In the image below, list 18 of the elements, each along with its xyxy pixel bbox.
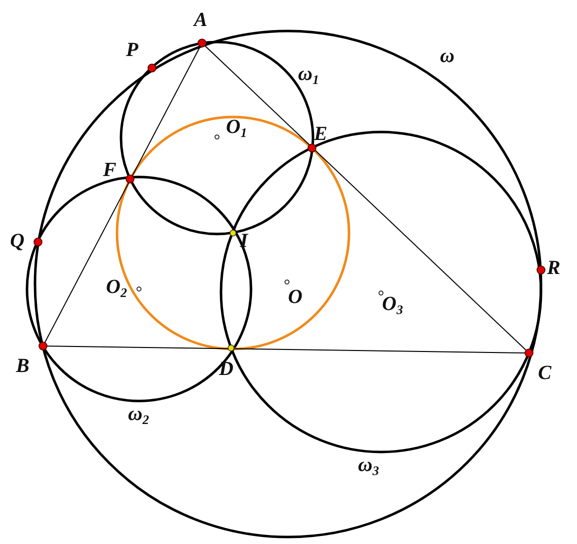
point-label: ω$_{3}$ <box>358 455 379 477</box>
point-label: O <box>288 287 302 307</box>
point-label: D <box>219 359 234 379</box>
point-label: ω$_{1}$ <box>298 64 319 86</box>
point-label: ω <box>440 46 454 66</box>
point-label: Q <box>10 231 24 251</box>
point-label: O$_{1}$ <box>226 117 247 139</box>
point-label: O$_{3}$ <box>382 294 403 316</box>
point-label: C <box>538 363 552 383</box>
point-label: E <box>314 124 328 144</box>
point-label: F <box>103 160 116 180</box>
point-label: I <box>240 231 248 251</box>
point-label: O$_{2}$ <box>106 277 127 299</box>
point-label: B <box>16 356 30 376</box>
point-label: P <box>126 40 138 60</box>
point-label: ω$_{2}$ <box>128 404 149 426</box>
point-label: A <box>194 10 208 30</box>
point-label: R <box>547 258 560 278</box>
